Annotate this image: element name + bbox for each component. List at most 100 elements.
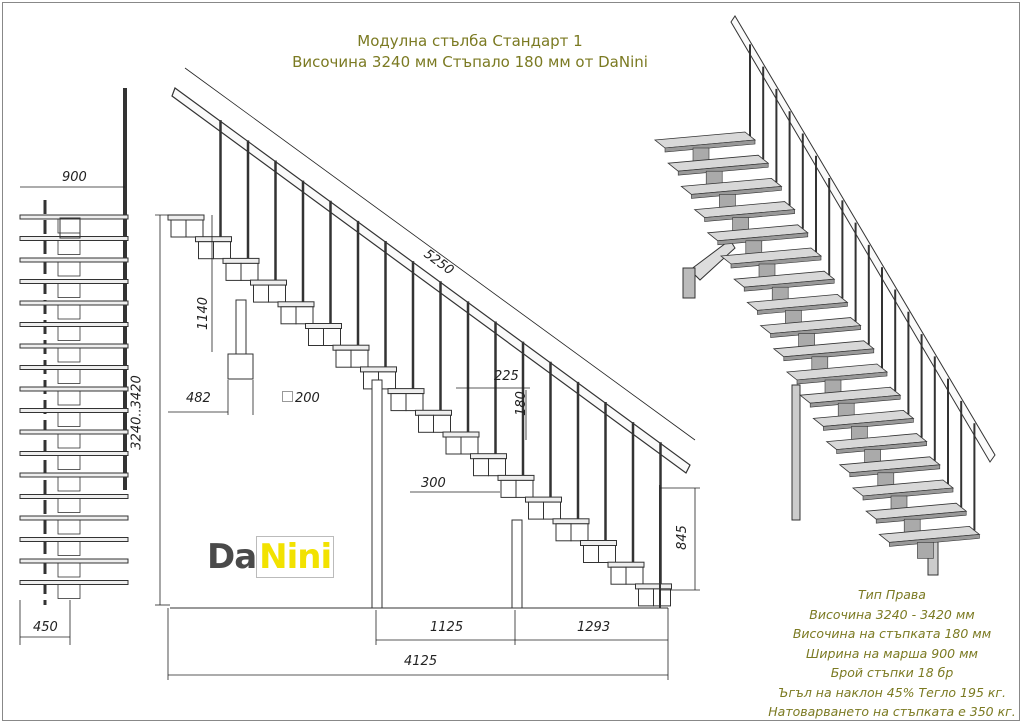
side-module: [335, 349, 352, 368]
danini-logo: DaNini: [207, 536, 335, 578]
side-module: [405, 393, 424, 412]
logo-nini: Nini: [256, 536, 335, 578]
front-tread: [19, 386, 129, 392]
front-tread: [19, 558, 129, 564]
front-module: [57, 498, 81, 513]
side-tread: [332, 344, 370, 351]
front-tread: [19, 580, 129, 585]
side-module: [653, 588, 671, 607]
side-module: [268, 284, 286, 303]
iso-tread-edge: [691, 186, 782, 199]
front-module: [57, 283, 81, 298]
side-module: [610, 566, 627, 585]
iso-tread-edge: [809, 394, 901, 408]
side-module: [570, 523, 589, 542]
front-tread: [19, 515, 129, 521]
front-tread: [19, 451, 129, 456]
side-module: [625, 566, 644, 585]
front-tread: [19, 537, 129, 542]
front-top-bracket: [59, 217, 81, 239]
dim-half-width: 450: [33, 620, 58, 635]
front-module: [57, 218, 81, 234]
iso-tread-edge: [823, 418, 914, 431]
dim-post-size: 200: [282, 391, 320, 406]
front-tread: [19, 343, 129, 349]
front-view: [19, 88, 129, 605]
title-line-1: Модулна стълба Стандарт 1: [357, 32, 583, 50]
iso-tread-edge: [704, 209, 795, 222]
front-tread: [19, 408, 129, 413]
spec-angle-weight: Ъгъл на наклон 45% Тегло 195 кг.: [778, 684, 1006, 700]
iso-tread-edge: [849, 464, 941, 478]
iso-tread-edge: [664, 139, 756, 153]
side-module: [473, 458, 489, 477]
iso-tread-edge: [743, 278, 835, 292]
side-handrail: [171, 87, 691, 474]
side-module: [528, 501, 544, 520]
side-tread: [607, 561, 645, 568]
side-tread: [195, 236, 232, 243]
side-module: [295, 306, 314, 325]
side-tread: [387, 388, 425, 395]
iso-tread-edge: [875, 510, 967, 524]
side-tread: [222, 257, 260, 264]
spec-height: Височина 3240 - 3420 мм: [809, 606, 975, 622]
side-module: [323, 328, 341, 346]
spec-step-height: Височина на стъпката 180 мм: [792, 626, 992, 641]
side-tread: [167, 214, 205, 221]
front-module: [57, 412, 81, 427]
front-module: [57, 433, 81, 449]
front-tread: [19, 472, 129, 478]
spec-load: Натоварването на стъпката е 350 кг.: [768, 704, 1016, 719]
spec-step-count: Брой стъпки 18 бр: [830, 665, 954, 680]
side-module: [445, 436, 462, 455]
iso-tread-edge: [770, 325, 861, 338]
side-module: [638, 588, 654, 607]
front-module: [57, 304, 81, 320]
side-module: [460, 436, 479, 455]
title-line-2: Височина 3240 мм Стъпало 180 мм от DaNin…: [292, 53, 648, 71]
iso-tread-edge: [730, 255, 822, 269]
side-module: [598, 545, 616, 563]
iso-tread-edge: [717, 232, 809, 246]
side-module: [213, 241, 231, 260]
iso-module: [917, 542, 934, 559]
side-tread: [580, 540, 617, 546]
dim-tread-depth: 300: [421, 476, 446, 491]
front-module: [57, 562, 81, 578]
iso-tread-edge: [677, 162, 769, 176]
side-tread: [305, 323, 342, 329]
dim-support-height: 1140: [196, 296, 212, 331]
dimension-line: [184, 67, 696, 441]
side-module: [543, 501, 561, 520]
iso-tread-edge: [862, 487, 954, 501]
side-tread: [470, 453, 507, 460]
side-module: [280, 306, 297, 325]
side-module: [170, 219, 187, 238]
dim-step-rise: 180: [513, 391, 529, 416]
front-module: [57, 240, 81, 255]
iso-support-post: [791, 384, 801, 521]
side-tread: [250, 279, 287, 286]
iso-tread-edge: [783, 348, 875, 362]
side-tread: [277, 301, 315, 308]
dim-span-1: 1125: [430, 620, 464, 635]
dimension-lines: [19, 67, 700, 680]
front-tread: [19, 300, 129, 306]
front-tread: [19, 322, 129, 327]
support-post: [371, 379, 383, 609]
front-module: [57, 455, 81, 470]
dim-top-height: 845: [674, 525, 690, 550]
side-tread: [635, 583, 672, 590]
isometric-view: [653, 15, 996, 576]
side-tread: [442, 431, 480, 438]
front-tread: [19, 494, 129, 499]
front-tread: [19, 257, 129, 263]
side-module: [500, 479, 517, 498]
support-post: [511, 519, 523, 609]
side-tread: [525, 496, 562, 503]
side-module: [418, 414, 434, 433]
spec-type: Тип Права: [858, 587, 926, 602]
side-module: [555, 523, 572, 542]
